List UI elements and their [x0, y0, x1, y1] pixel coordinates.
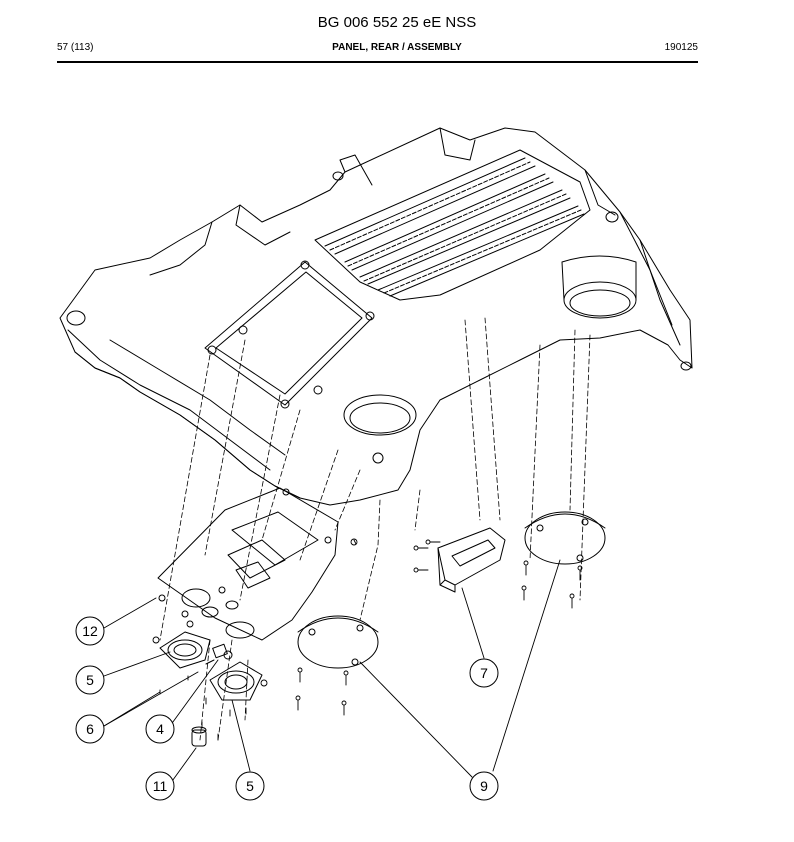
cover-right — [524, 511, 606, 565]
callout-6: 6 — [75, 714, 105, 744]
svg-text:11: 11 — [153, 778, 168, 794]
rib-array — [314, 149, 591, 301]
svg-text:5: 5 — [86, 672, 94, 688]
document-title: BG 006 552 25 eE NSS — [317, 14, 477, 31]
page-number: 57 (113) — [57, 42, 94, 53]
plug — [191, 726, 207, 747]
leader-lines — [103, 559, 561, 785]
document-code: 190125 — [664, 42, 698, 53]
callout-9: 9 — [469, 771, 499, 801]
inspection-window — [204, 260, 375, 409]
svg-text:9: 9 — [480, 778, 488, 794]
svg-text:6: 6 — [86, 721, 94, 737]
svg-text:12: 12 — [82, 623, 98, 639]
cover-left — [297, 615, 379, 669]
grommet-upper — [159, 631, 211, 669]
callout-4: 4 — [145, 714, 175, 744]
svg-text:4: 4 — [156, 721, 164, 737]
callout-5-lower: 5 — [235, 771, 265, 801]
callout-7: 7 — [469, 658, 499, 688]
cable-gland — [205, 643, 233, 665]
handle-bracket — [437, 527, 506, 593]
callout-12: 12 — [75, 616, 105, 646]
section-title: PANEL, REAR / ASSEMBLY — [332, 42, 462, 53]
svg-text:7: 7 — [480, 665, 488, 681]
rear-panel-body — [59, 127, 693, 506]
header-rule — [57, 61, 698, 63]
fastener-set — [152, 538, 583, 741]
callout-11: 11 — [145, 771, 175, 801]
svg-text:5: 5 — [246, 778, 254, 794]
callout-5-upper: 5 — [75, 665, 105, 695]
grommet-lower — [209, 661, 263, 701]
panel-openings — [343, 255, 637, 464]
assembly-lines — [159, 317, 591, 741]
mounting-plate — [157, 487, 339, 641]
